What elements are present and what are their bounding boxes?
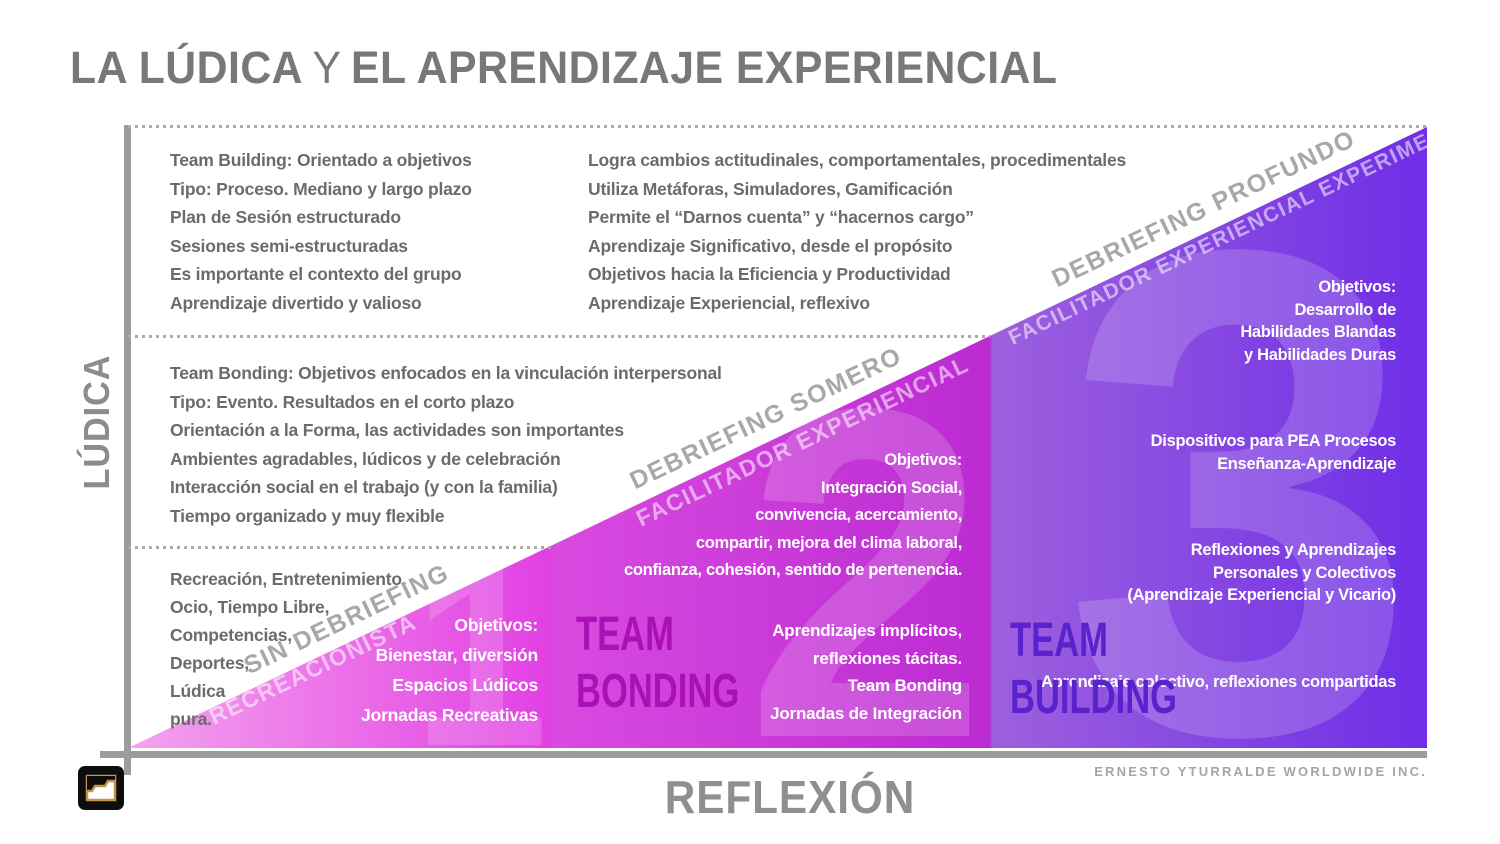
zone3-item: Lecciones de vida	[1258, 759, 1396, 777]
title-connector: Y	[312, 42, 342, 93]
title-part2: EL APRENDIZAJE EXPERIENCIAL	[351, 42, 1058, 93]
attribution-text: ERNESTO YTURRALDE WORLDWIDE INC.	[1094, 764, 1427, 779]
team-bonding-zone-title: TEAM BONDING	[576, 608, 740, 718]
team-bonding-info-block: Team Bonding: Objetivos enfocados en la …	[170, 363, 722, 526]
zone3-items: Objetivos: Desarrollo de Habilidades Bla…	[1006, 231, 1396, 844]
dotted-line-middle	[128, 335, 990, 338]
zone3-item: Reflexiones y Aprendizajes Personales y …	[1127, 541, 1396, 604]
zone2-outcomes: Aprendizajes implícitos, reflexiones tác…	[770, 621, 962, 723]
zone3-item: Dispositivos para PEA Procesos Enseñanza…	[1150, 432, 1397, 473]
yturralde-logo-icon	[78, 766, 124, 810]
x-axis-line	[100, 751, 1427, 758]
experiential-info-block: Logra cambios actitudinales, comportamen…	[588, 150, 1127, 313]
zone1-objectives: Objetivos: Bienestar, diversión Espacios…	[361, 615, 538, 725]
team-building-zone-title: TEAM BUILDING	[1010, 614, 1178, 724]
x-axis-label: REFLEXIÓN	[664, 771, 916, 823]
zone3-item: Aprendizaje colectivo, reflexiones compa…	[1041, 672, 1396, 691]
team-building-info-block: Team Building: Orientado a objetivos Tip…	[170, 150, 472, 313]
title-part1: LA LÚDICA	[70, 42, 304, 93]
dotted-line-top	[128, 125, 1427, 128]
recreation-info-block: Recreación, Entretenimiento, Ocio, Tiemp…	[170, 569, 407, 729]
dotted-line-bottom	[128, 546, 553, 549]
zone2-objectives: Objetivos: Integración Social, convivenc…	[624, 451, 962, 579]
y-axis-label: LÚDICA	[76, 354, 117, 490]
y-axis-line	[124, 125, 131, 775]
zone3-item: Objetivos: Desarrollo de Habilidades Bla…	[1240, 278, 1396, 364]
